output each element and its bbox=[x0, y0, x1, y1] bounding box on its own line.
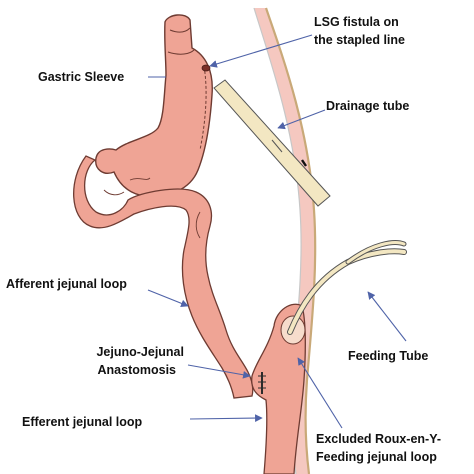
pointer-efferent-loop bbox=[189, 414, 263, 422]
label-gastric-sleeve: Gastric Sleeve bbox=[38, 70, 124, 84]
drain-marker bbox=[271, 139, 283, 153]
pointer-excluded-loop bbox=[297, 357, 343, 429]
gastric-ridge bbox=[169, 27, 191, 33]
label-drainage-tube: Drainage tube bbox=[326, 99, 409, 113]
label-lsg-fistula-line2: the stapled line bbox=[314, 33, 405, 47]
pointer-jj-anastomosis bbox=[187, 364, 251, 379]
feeding-tube bbox=[287, 240, 407, 335]
pointer-feeding-tube bbox=[367, 291, 407, 342]
drainage-tube bbox=[213, 79, 331, 207]
label-lsg-fistula-line1: LSG fistula on bbox=[314, 15, 399, 29]
skin-line bbox=[264, 7, 317, 474]
label-afferent-loop: Afferent jejunal loop bbox=[6, 277, 127, 291]
labels: LSG fistula on the stapled line Gastric … bbox=[6, 15, 441, 464]
pointer-afferent-loop bbox=[147, 289, 189, 308]
pointer-lsg-fistula bbox=[209, 34, 313, 68]
stapled-line bbox=[199, 65, 207, 151]
label-feeding-tube: Feeding Tube bbox=[348, 349, 428, 363]
label-jj-anastomosis-line1: Jejuno-Jejunal bbox=[96, 345, 184, 359]
pointer-drainage-tube bbox=[277, 109, 326, 130]
label-excluded-loop-line2: Feeding jejunal loop bbox=[316, 450, 437, 464]
anastomosis-suture bbox=[258, 375, 266, 389]
gastric-ridge bbox=[167, 49, 195, 55]
jejunal-fold bbox=[103, 189, 125, 196]
jejunal-fold bbox=[195, 211, 201, 239]
label-efferent-loop: Efferent jejunal loop bbox=[22, 415, 143, 429]
label-jj-anastomosis-line2: Anastomosis bbox=[98, 363, 177, 377]
gastric-sleeve bbox=[95, 14, 213, 197]
stomach-fold bbox=[129, 177, 151, 181]
fistula-site bbox=[201, 64, 211, 72]
label-excluded-loop-line1: Excluded Roux-en-Y- bbox=[316, 432, 441, 446]
drain-marker bbox=[301, 159, 307, 167]
pointer-lines bbox=[147, 34, 407, 429]
